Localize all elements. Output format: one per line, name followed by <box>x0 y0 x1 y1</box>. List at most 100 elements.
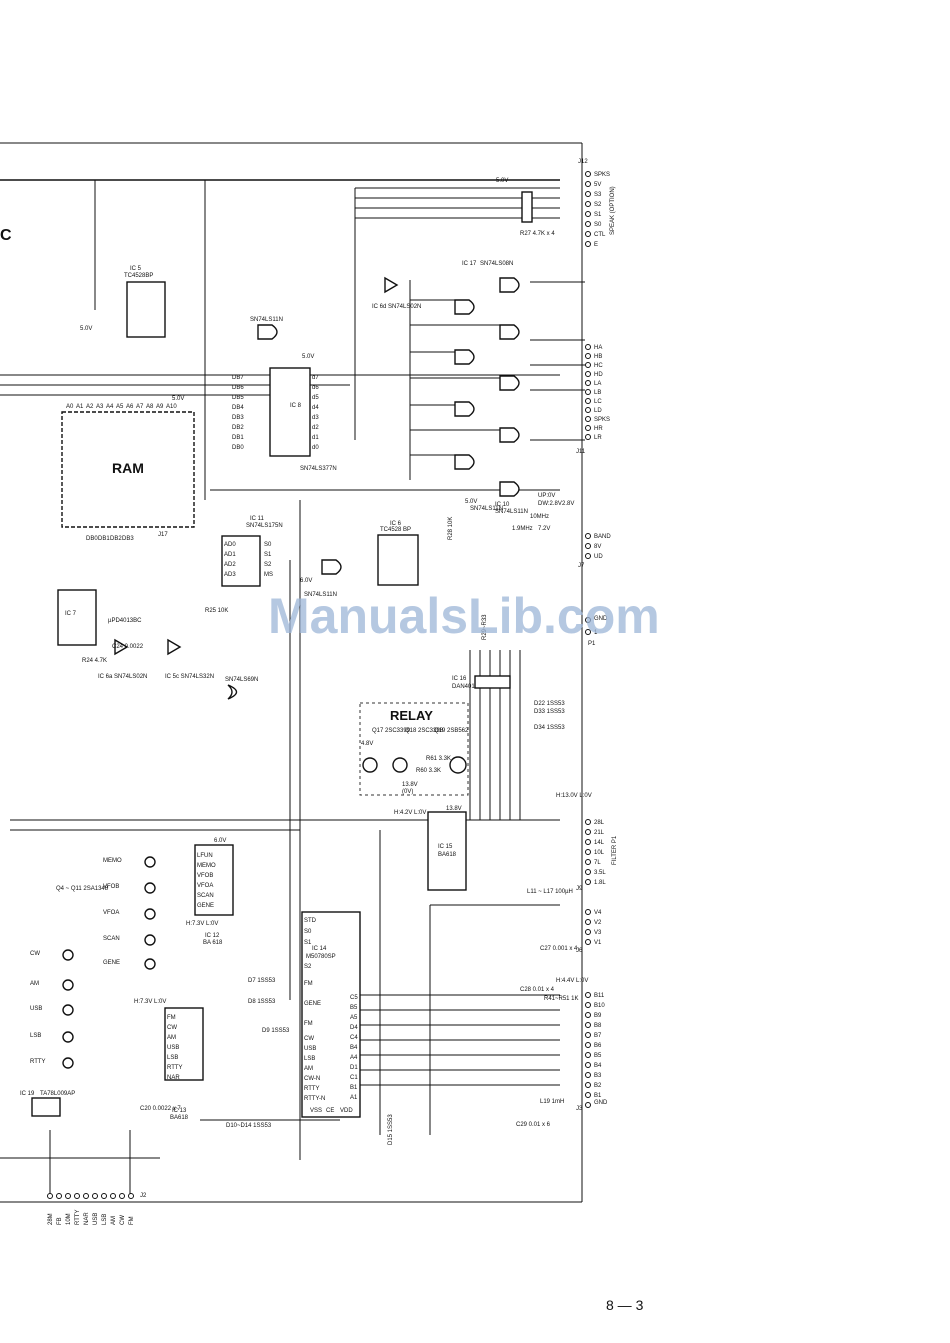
svg-text:A3: A3 <box>96 404 104 410</box>
ic17-part: SN74LS11N <box>495 509 528 515</box>
ic19-part: TA78L009AP <box>40 1091 75 1097</box>
svg-text:B4: B4 <box>350 1045 358 1051</box>
svg-text:d2: d2 <box>312 425 319 431</box>
gate-ic6d: IC 6d SN74LS02N <box>372 304 421 310</box>
svg-text:A4: A4 <box>350 1055 358 1061</box>
svg-text:S2: S2 <box>264 562 272 568</box>
svg-text:C5: C5 <box>350 995 358 1001</box>
svg-text:CW-N: CW-N <box>304 1076 320 1082</box>
svg-text:3.5L: 3.5L <box>594 870 606 876</box>
svg-text:FB: FB <box>57 1217 63 1225</box>
ic8-ref: IC 8 <box>290 403 302 409</box>
key-scan: SCAN <box>103 936 120 942</box>
svg-text:FM: FM <box>304 1021 313 1027</box>
svg-text:FM: FM <box>129 1216 135 1225</box>
svg-text:LSB: LSB <box>304 1056 315 1062</box>
svg-text:E: E <box>594 242 598 248</box>
relay-label: RELAY <box>390 708 433 723</box>
ic6-part: TC4528 BP <box>380 527 411 533</box>
gate-ic10: SN74LS11N <box>304 592 337 598</box>
svg-text:B10: B10 <box>594 1003 605 1009</box>
connector-j2: J2 28M FB 10M RTTY NAR USB LSB AM CW FM <box>47 1193 147 1225</box>
svg-text:USB: USB <box>304 1046 316 1052</box>
ic16-ref: IC 16 <box>452 676 467 682</box>
ic15: IC 15 BA618 <box>427 811 467 891</box>
svg-text:AD1: AD1 <box>224 552 236 558</box>
svg-text:GND: GND <box>594 1100 608 1106</box>
svg-text:S1: S1 <box>304 940 312 946</box>
ic19-ref: IC 19 <box>20 1091 35 1097</box>
connector-j7: J7 BAND 8V UD <box>578 533 611 569</box>
gate-ic5c: IC 5c SN74LS32N <box>165 674 214 680</box>
svg-text:RTTY: RTTY <box>75 1209 81 1225</box>
svg-text:Q19 2SB562: Q19 2SB562 <box>434 728 469 734</box>
svg-text:STD: STD <box>304 918 317 924</box>
key-vfoa: VFOA <box>103 910 119 916</box>
svg-text:H:7.3V L:0V: H:7.3V L:0V <box>134 999 166 1005</box>
ram-address-labels: A0 A1 A2 A3 A4 A5 A6 A7 A8 A9 A10 <box>66 404 177 410</box>
svg-text:B2: B2 <box>594 1083 602 1089</box>
svg-text:DB5: DB5 <box>232 395 244 401</box>
page-frame <box>0 142 583 1203</box>
svg-text:VFOA: VFOA <box>197 883 213 889</box>
ic13-ref: IC 13 <box>172 1108 187 1114</box>
svg-text:5.0V: 5.0V <box>302 354 314 360</box>
svg-text:D9 1SS53: D9 1SS53 <box>262 1028 290 1034</box>
svg-text:R24 4.7K: R24 4.7K <box>82 658 107 664</box>
j9-title: FILTER P1 <box>612 835 618 865</box>
svg-text:D22 1SS53: D22 1SS53 <box>534 701 565 707</box>
svg-text:H:4.2V L:0V: H:4.2V L:0V <box>394 810 426 816</box>
component-labels: C20 0.0022 x 7 C27 0.001 x 4 C28 0.01 x … <box>56 493 579 1145</box>
svg-text:6.0V: 6.0V <box>300 578 312 584</box>
svg-text:CW: CW <box>167 1025 177 1031</box>
svg-text:Q17 2SC3399: Q17 2SC3399 <box>372 728 411 734</box>
svg-text:D10~D14 1SS53: D10~D14 1SS53 <box>226 1123 272 1129</box>
svg-text:L11 ~ L17 100µH: L11 ~ L17 100µH <box>527 889 573 895</box>
ic16-part: DAN401 <box>452 684 475 690</box>
ic12-ref: IC 12 <box>205 933 220 939</box>
svg-text:AD0: AD0 <box>224 542 236 548</box>
svg-text:LD: LD <box>594 408 602 414</box>
svg-text:J3: J3 <box>576 1106 583 1112</box>
svg-text:A0: A0 <box>66 404 74 410</box>
svg-text:B5: B5 <box>350 1005 358 1011</box>
svg-text:1.8L: 1.8L <box>594 880 606 886</box>
ic11: IC 11 SN74LS175N AD0 AD1 AD2 AD3 S0 S1 S… <box>221 516 283 587</box>
svg-text:GENE: GENE <box>197 903 214 909</box>
svg-text:2.8V: 2.8V <box>562 501 574 507</box>
svg-text:CE: CE <box>326 1108 334 1114</box>
ic8: IC 8 SN74LS377N DB7 DB6 DB5 DB4 DB3 DB2 … <box>232 367 337 472</box>
svg-text:S3: S3 <box>594 192 602 198</box>
ic9-part: SN74LS11N <box>250 317 283 323</box>
svg-text:A7: A7 <box>136 404 144 410</box>
svg-text:HR: HR <box>594 426 603 432</box>
gate-sn74ls69n: SN74LS69N <box>225 677 258 683</box>
svg-text:S2: S2 <box>304 964 312 970</box>
svg-text:MS: MS <box>264 572 273 578</box>
resistor-network-r27: R27 4.7K x 4 <box>520 191 555 237</box>
svg-text:(0V): (0V) <box>402 789 413 795</box>
svg-text:B9: B9 <box>594 1013 602 1019</box>
svg-text:B1: B1 <box>350 1085 358 1091</box>
svg-text:HD: HD <box>594 372 603 378</box>
svg-text:D1: D1 <box>350 1065 358 1071</box>
svg-text:A2: A2 <box>86 404 94 410</box>
svg-text:V3: V3 <box>594 930 602 936</box>
svg-text:6.0V: 6.0V <box>214 838 226 844</box>
svg-text:Q4 ~ Q11 2SA1348: Q4 ~ Q11 2SA1348 <box>56 886 109 892</box>
svg-text:FM: FM <box>304 981 313 987</box>
svg-text:A1: A1 <box>350 1095 358 1101</box>
svg-text:A6: A6 <box>126 404 134 410</box>
svg-text:A5: A5 <box>116 404 124 410</box>
ic11-part: SN74LS175N <box>246 523 283 529</box>
svg-text:AM: AM <box>304 1066 313 1072</box>
svg-text:RTTY: RTTY <box>167 1065 183 1071</box>
ic14-ref: IC 14 <box>312 946 327 952</box>
svg-text:S0: S0 <box>594 222 602 228</box>
page-number: 8 — 3 <box>606 1297 644 1313</box>
svg-text:10L: 10L <box>594 850 605 856</box>
svg-text:5.0V: 5.0V <box>172 396 184 402</box>
svg-text:R41~R51 1K: R41~R51 1K <box>544 996 579 1002</box>
svg-text:DB0: DB0 <box>232 445 244 451</box>
svg-text:CW: CW <box>304 1036 314 1042</box>
